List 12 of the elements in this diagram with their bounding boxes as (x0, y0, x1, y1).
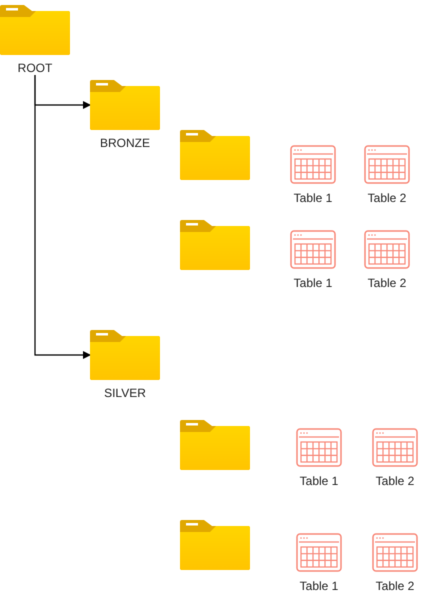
table-label: Table 1 (300, 474, 338, 488)
folder-label: BRONZE (100, 136, 150, 150)
table-label: Table 2 (368, 191, 406, 205)
table-label: Table 2 (368, 276, 406, 290)
table-label: Table 1 (294, 191, 332, 205)
table-label: Table 1 (300, 579, 338, 593)
folder-label: ROOT (18, 61, 52, 75)
arrow (34, 75, 91, 359)
table-label: Table 2 (376, 474, 414, 488)
table-label: Table 2 (376, 579, 414, 593)
table-label: Table 1 (294, 276, 332, 290)
folder-label: SILVER (104, 386, 146, 400)
